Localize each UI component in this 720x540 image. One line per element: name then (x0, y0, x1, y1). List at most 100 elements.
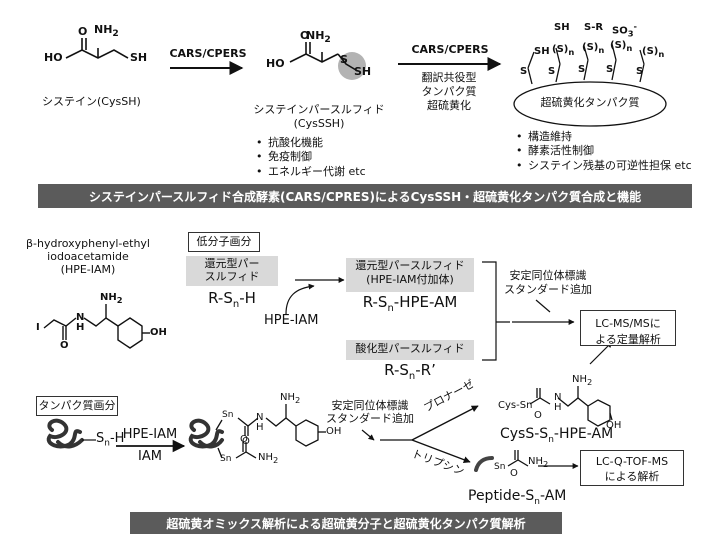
lcq-line1: LC-Q-TOF-MS (595, 455, 669, 468)
reduced-persulfide-line2: スルフィド (204, 270, 260, 283)
lcms-line2: よる定量解析 (595, 333, 661, 346)
peptide-o: O (510, 468, 518, 479)
adduct-sn-bottom: Sn (220, 454, 232, 464)
cys-product-structure (529, 386, 613, 427)
protein-sn-3: (S)n (610, 40, 633, 53)
persulfide-functions: 抗酸化機能 免疫制御 エネルギー代謝 etc (256, 136, 366, 179)
peptide-sn: Sn (494, 462, 506, 472)
adduct-sn-top: Sn (222, 410, 234, 420)
protein-sn-1: (S)n (552, 44, 575, 57)
protein-adduct-structure (215, 404, 326, 459)
cys-ho-label: HO (44, 51, 63, 64)
lcms-box: LC-MS/MSに よる定量解析 (580, 310, 676, 346)
function-item: 免疫制御 (256, 150, 366, 164)
protein-s-3: S (578, 64, 586, 75)
oxidized-label: 酸化型パースルフィド (355, 342, 465, 355)
persulfide-s-label: S (340, 53, 348, 66)
reduced-persulfide-panel (186, 256, 278, 286)
reagent-i: I (36, 322, 40, 333)
protein-so3-top: SO3- (612, 21, 637, 39)
adduct-o-top: O (242, 436, 250, 447)
reagent-oh: OH (150, 327, 167, 338)
arrow2-sub-2: タンパク質 (421, 85, 477, 98)
arrow2-sub-3: 超硫黄化 (427, 99, 471, 112)
protein-sh-left: SH (534, 46, 550, 57)
adduct-h: H (256, 422, 264, 433)
cys-product-h: H (554, 402, 562, 413)
lc-q-tof-box: LC-Q-TOF-MS による解析 (580, 450, 684, 486)
low-mw-fraction-box: 低分子画分 (188, 232, 260, 252)
protein-s-4: S (606, 64, 614, 75)
function-item: エネルギー代謝 etc (256, 165, 366, 179)
standard-bottom-line2: スタンダード追加 (326, 412, 414, 425)
lcms-line1: LC-MS/MSに (595, 317, 661, 330)
bottom-section-banner: 超硫黄オミックス解析による超硫黄分子と超硫黄化タンパク質解析 (130, 512, 562, 534)
persulfide-abbr: (CysSSH) (293, 117, 345, 130)
standard-top-line2: スタンダード追加 (504, 283, 592, 296)
adduct-nh2-bottom: NH2 (258, 452, 279, 465)
protein-s-5: S (636, 66, 644, 77)
cysteine-name: システイン(CysSH) (42, 95, 141, 108)
cysteine-structure (65, 38, 129, 59)
persulfide-o-label: O (300, 29, 310, 42)
adduct-nh2: NH2 (280, 392, 301, 405)
protein-sr-top: S-R (584, 22, 604, 33)
reagent-name-1: β-hydroxyphenyl-ethyl (26, 237, 150, 250)
standard-bottom-line1: 安定同位体標識 (331, 399, 409, 412)
persulfide-nh2-label: NH2 (306, 29, 331, 46)
cys-product-cys: Cys-Sn (498, 400, 533, 411)
cys-product-oh: OH (606, 420, 622, 431)
adduct-o-bottom: O (240, 434, 248, 445)
protein-label: 超硫黄化タンパク質 (540, 96, 640, 109)
cys-product-formula: CysS-Sn-HPE-AM (500, 426, 614, 445)
function-item: 酵素活性制御 (516, 144, 692, 158)
hpe-iam-reagent-label: HPE-IAM (264, 313, 319, 328)
arrow1-label: CARS/CPERS (169, 47, 247, 60)
arrow2-sub-1: 翻訳共役型 (421, 71, 477, 84)
reagent-name-3: (HPE-IAM) (60, 263, 116, 276)
function-item: システイン残基の可逆性担保 etc (516, 159, 692, 173)
cys-o-label: O (78, 25, 88, 38)
merge-bracket (482, 261, 510, 361)
reduced-persulfide-line1: 還元型パー (204, 257, 260, 270)
peptide-product-structure (507, 450, 529, 467)
function-item: 構造維持 (516, 130, 692, 144)
lcq-line2: による解析 (604, 470, 660, 483)
function-item: 抗酸化機能 (256, 136, 366, 150)
cys-nh2-label: NH2 (94, 23, 119, 40)
cys-product-o: O (534, 410, 542, 421)
persulfide-name: システインパースルフィド (253, 103, 385, 116)
persulfide-sh-label: SH (354, 65, 372, 78)
standard-top-line1: 安定同位体標識 (509, 269, 587, 282)
protein-sh-top: SH (554, 22, 570, 33)
iam-label: IAM (138, 449, 162, 464)
reduced-adduct-line1: 還元型パースルフィド (355, 259, 465, 272)
rsh-formula: R-Sn-H (208, 289, 256, 310)
reduced-adduct-panel (346, 258, 474, 292)
arrow2-label: CARS/CPERS (411, 43, 489, 56)
hpe-iam-protein-label: HPE-IAM (122, 427, 178, 442)
protein-blob-2 (188, 418, 224, 449)
persulfide-ho-label: HO (266, 57, 285, 70)
protein-sn-4: (S)n (642, 46, 665, 59)
reagent-nh2: NH2 (100, 292, 123, 305)
peptide-chain (474, 456, 494, 472)
cys-sh-label: SH (130, 51, 148, 64)
rs-hpe-am-formula: R-Sn-HPE-AM (362, 293, 458, 314)
reduced-adduct-line2: (HPE-IAM付加体) (366, 273, 454, 286)
protein-functions: 構造維持 酵素活性制御 システイン残基の可逆性担保 etc (516, 130, 692, 173)
peptide-nh2: NH2 (528, 456, 549, 469)
hpe-iam-structure (43, 304, 150, 349)
protein-sn-2: (S)n (582, 42, 605, 55)
rsr-formula: R-Sn-R’ (384, 361, 436, 382)
reagent-h: H (76, 322, 85, 333)
protein-s-2: S (548, 66, 556, 77)
peptide-product-formula: Peptide-Sn-AM (468, 488, 567, 507)
protein-snh-label: Sn-H (96, 431, 125, 449)
protein-sulfur-chains (527, 43, 645, 85)
protein-blob-1 (46, 418, 84, 449)
top-section-banner: システインパースルフィド合成酵素(CARS/CPRES)によるCysSSH・超硫… (38, 184, 692, 208)
oxidized-panel (346, 340, 474, 360)
cys-product-nh2: NH2 (572, 374, 593, 387)
